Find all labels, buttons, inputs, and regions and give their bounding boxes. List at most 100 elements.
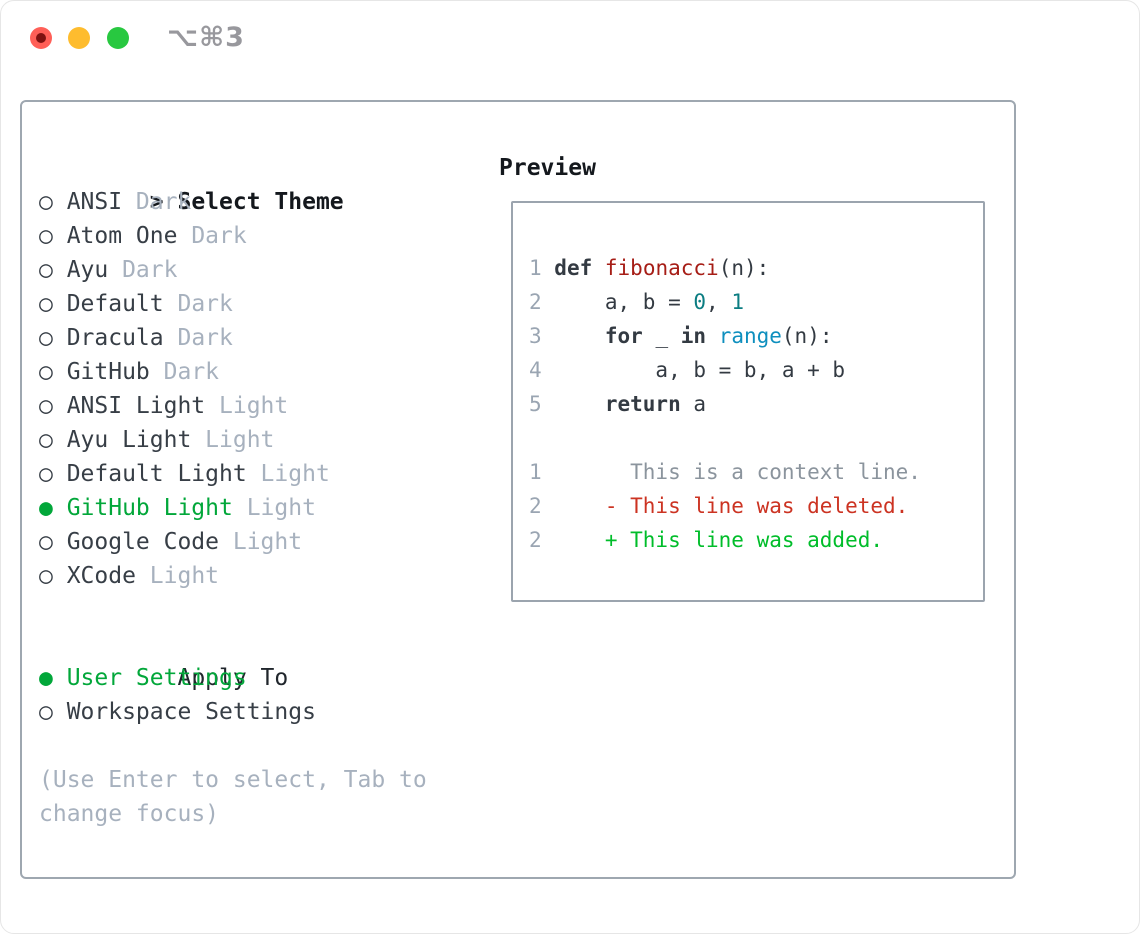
code-line: 2 a, b = 0, 1 bbox=[529, 285, 983, 319]
theme-variant-tag: Dark bbox=[108, 257, 178, 283]
code-token: _ bbox=[642, 324, 681, 348]
theme-option-github-light[interactable]: ● GitHub Light Light bbox=[39, 491, 443, 525]
code-line: 3 for _ in range(n): bbox=[529, 319, 983, 353]
theme-name: ANSI bbox=[66, 189, 123, 215]
code-token: - This line was deleted. bbox=[541, 494, 909, 518]
theme-option-dracula[interactable]: ○ Dracula Dark bbox=[39, 321, 443, 355]
theme-name: Default Light bbox=[66, 461, 247, 487]
close-button[interactable] bbox=[30, 27, 52, 49]
apply-option-user-settings[interactable]: ● User Settings bbox=[39, 661, 443, 695]
zoom-button[interactable] bbox=[107, 27, 129, 49]
code-line: 4 a, b = b, a + b bbox=[529, 353, 983, 387]
prompt-icon: > bbox=[149, 189, 164, 215]
apply-to-title: Apply To bbox=[39, 627, 443, 691]
theme-variant-tag: Dark bbox=[163, 325, 233, 351]
radio-icon: ○ bbox=[39, 257, 53, 283]
apply-to-list: ● User Settings ○ Workspace Settings bbox=[39, 661, 443, 729]
theme-name: Default bbox=[66, 291, 164, 317]
code-token: + This line was added. bbox=[541, 528, 884, 552]
spacer bbox=[39, 593, 443, 627]
theme-variant-tag: Light bbox=[232, 495, 316, 521]
code-token: fibonacci bbox=[604, 256, 719, 280]
line-number: 1 bbox=[529, 256, 542, 280]
theme-variant-tag: Dark bbox=[149, 359, 220, 385]
code-token: for bbox=[604, 324, 643, 348]
code-token: (n): bbox=[781, 324, 833, 348]
theme-name: Dracula bbox=[66, 325, 164, 351]
theme-name: Ayu Light bbox=[66, 427, 192, 453]
theme-name: GitHub Light bbox=[66, 495, 233, 521]
code-line: 2 + This line was added. bbox=[529, 523, 983, 557]
code-line: 1 def fibonacci(n): bbox=[529, 251, 983, 285]
radio-icon: ○ bbox=[39, 325, 53, 351]
select-theme-title-label: Select Theme bbox=[177, 189, 344, 215]
code-token: This is a context line. bbox=[541, 460, 921, 484]
close-dot-icon bbox=[36, 33, 46, 43]
theme-variant-tag: Dark bbox=[122, 189, 192, 215]
apply-option-label: Workspace Settings bbox=[66, 699, 316, 725]
code-token: a bbox=[680, 392, 707, 416]
line-number: 5 bbox=[529, 392, 542, 416]
theme-variant-tag: Dark bbox=[177, 223, 247, 249]
keyboard-shortcut-label: ⌥⌘3 bbox=[167, 22, 245, 53]
line-number: 2 bbox=[529, 528, 542, 552]
theme-name: Google Code bbox=[66, 529, 220, 555]
theme-option-default[interactable]: ○Default Dark bbox=[39, 287, 443, 321]
code-token: , bbox=[706, 290, 732, 314]
code-token bbox=[542, 324, 605, 348]
code-token: range bbox=[718, 324, 782, 348]
code-token: a, b = bbox=[541, 290, 694, 314]
code-token: a, b = b, a + b bbox=[541, 358, 846, 382]
preview-title: Preview bbox=[499, 155, 596, 181]
radio-icon: ○ bbox=[39, 699, 53, 725]
theme-name: GitHub bbox=[66, 359, 150, 385]
theme-option-ayu[interactable]: ○ Ayu Dark bbox=[39, 253, 443, 287]
line-number: 1 bbox=[529, 460, 542, 484]
theme-list: ○ANSI Dark○Atom One Dark○Ayu Dark○Defaul… bbox=[39, 185, 443, 593]
theme-picker: >Select Theme ○ANSI Dark○Atom One Dark○A… bbox=[39, 151, 443, 831]
theme-option-github[interactable]: ○ GitHub Dark bbox=[39, 355, 443, 389]
code-token bbox=[592, 256, 605, 280]
theme-variant-tag: Light bbox=[219, 529, 303, 555]
theme-option-ansi-light[interactable]: ○ANSI Light Light bbox=[39, 389, 443, 423]
theme-variant-tag: Light bbox=[246, 461, 330, 487]
apply-option-label: User Settings bbox=[66, 665, 247, 691]
radio-icon: ○ bbox=[39, 529, 53, 555]
apply-option-workspace-settings[interactable]: ○ Workspace Settings bbox=[39, 695, 443, 729]
radio-icon: ○ bbox=[39, 563, 53, 589]
theme-picker-panel: >Select Theme ○ANSI Dark○Atom One Dark○A… bbox=[20, 100, 1016, 879]
theme-option-xcode[interactable]: ○ XCode Light bbox=[39, 559, 443, 593]
code-token bbox=[542, 256, 555, 280]
theme-name: Atom One bbox=[66, 223, 178, 249]
radio-icon: ○ bbox=[39, 393, 53, 419]
theme-option-atom-one[interactable]: ○Atom One Dark bbox=[39, 219, 443, 253]
line-number: 4 bbox=[529, 358, 542, 382]
theme-option-ansi[interactable]: ○ ANSI Dark bbox=[39, 185, 443, 219]
radio-selected-icon: ● bbox=[39, 665, 53, 691]
minimize-button[interactable] bbox=[68, 27, 90, 49]
code-line: 1 This is a context line. bbox=[529, 455, 983, 489]
theme-name: XCode bbox=[66, 563, 136, 589]
theme-variant-tag: Light bbox=[135, 563, 220, 589]
code-token: in bbox=[680, 324, 707, 348]
radio-icon: ○ bbox=[39, 427, 53, 453]
radio-selected-icon: ● bbox=[39, 495, 53, 521]
theme-variant-tag: Dark bbox=[163, 291, 233, 317]
theme-variant-tag: Light bbox=[191, 427, 275, 453]
spacer bbox=[39, 729, 443, 763]
line-number: 2 bbox=[529, 494, 542, 518]
help-text: (Use Enter to select, Tab to change focu… bbox=[39, 767, 427, 827]
theme-name: Ayu bbox=[66, 257, 109, 283]
radio-icon: ○ bbox=[39, 189, 53, 215]
theme-option-google-code[interactable]: ○ Google Code Light bbox=[39, 525, 443, 559]
theme-option-ayu-light[interactable]: ○ Ayu Light Light bbox=[39, 423, 443, 457]
theme-option-default-light[interactable]: ○ Default Light Light bbox=[39, 457, 443, 491]
code-token: 1 bbox=[731, 290, 744, 314]
line-number: 3 bbox=[529, 324, 542, 348]
radio-icon: ○ bbox=[39, 461, 53, 487]
code-line: 2 - This line was deleted. bbox=[529, 489, 983, 523]
code-token bbox=[706, 324, 719, 348]
radio-icon: ○ bbox=[39, 359, 53, 385]
